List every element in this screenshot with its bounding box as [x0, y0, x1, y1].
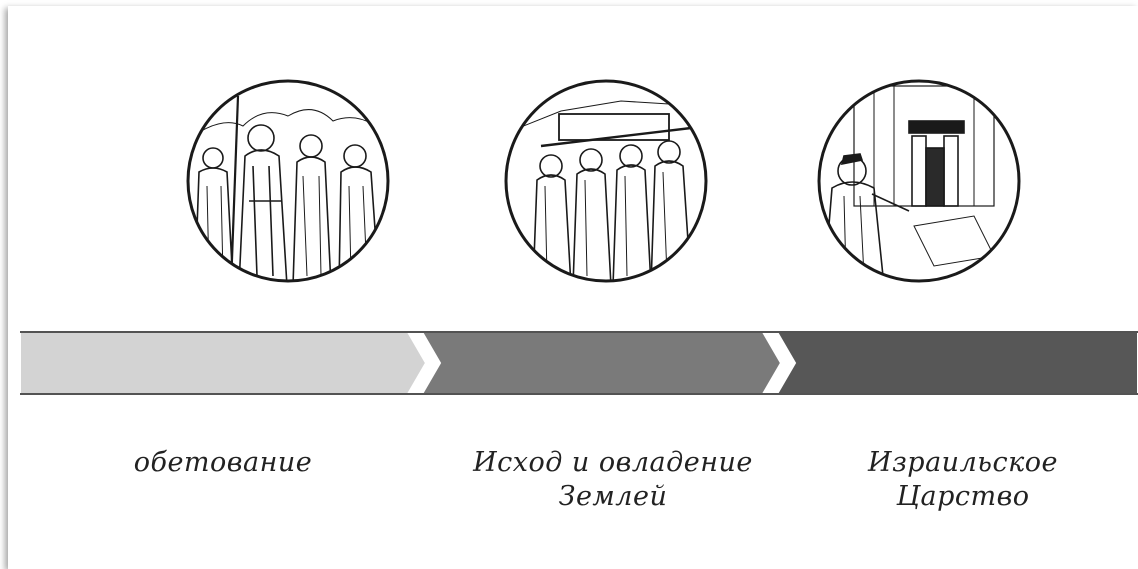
stage-label-line: обетование	[133, 447, 313, 478]
stage-label-line-2: Землей	[558, 481, 668, 512]
stage-arrow-3	[775, 331, 1138, 395]
stage-label-exodus: Исход и овладение Землей	[468, 446, 758, 514]
stage-arrow-2	[420, 331, 783, 395]
stage-arrow-1	[19, 331, 428, 395]
timeline	[8, 324, 1138, 402]
king-before-temple-icon	[814, 76, 1024, 286]
slide: обетование Исход и овладение Землей Изра…	[8, 6, 1138, 569]
stage-label-line: Израильское Царство	[868, 447, 1058, 512]
stage-label-kingdom: Израильское Царство	[798, 446, 1128, 514]
stage-label-promise: обетование	[108, 446, 338, 480]
crowd-with-staff-icon	[183, 76, 393, 286]
procession-carrying-ark-icon	[501, 76, 711, 286]
stage-label-line: Исход и овладение	[473, 447, 753, 478]
